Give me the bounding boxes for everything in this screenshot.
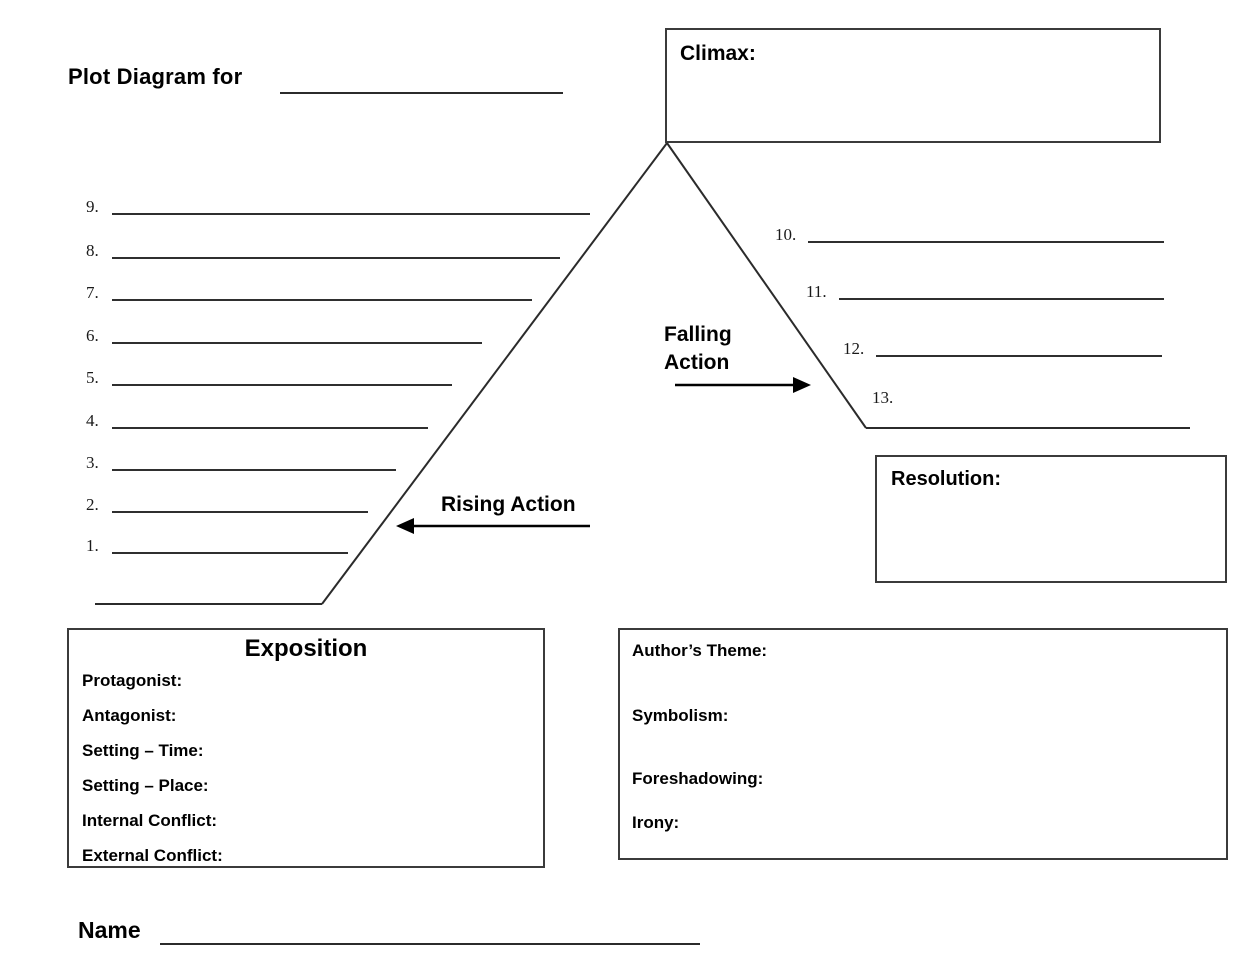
exposition-field-protagonist: Protagonist: bbox=[82, 671, 183, 690]
name-label: Name bbox=[78, 917, 141, 943]
plot-point-13-number: 13. bbox=[872, 388, 894, 407]
plot-point-row-7: 7. bbox=[86, 283, 532, 301]
literary-elements-box[interactable]: Author’s Theme: Symbolism: Foreshadowing… bbox=[618, 628, 1228, 860]
resolution-box[interactable]: Resolution: bbox=[875, 455, 1227, 583]
plot-point-6-number: 6. bbox=[86, 326, 99, 345]
exposition-field-antagonist: Antagonist: bbox=[82, 706, 177, 725]
plot-point-row-11: 11. bbox=[806, 282, 1164, 300]
plot-point-8-blank[interactable] bbox=[112, 241, 560, 259]
plot-point-row-12: 12. bbox=[843, 339, 1162, 357]
plot-point-row-3: 3. bbox=[86, 453, 396, 471]
plot-point-3-blank[interactable] bbox=[112, 453, 396, 471]
plot-point-1-blank[interactable] bbox=[112, 536, 348, 554]
exposition-box[interactable]: Exposition Protagonist: Antagonist: Sett… bbox=[67, 628, 545, 868]
plot-point-7-blank[interactable] bbox=[112, 283, 532, 301]
literary-field-authors-theme: Author’s Theme: bbox=[632, 641, 768, 660]
exposition-field-setting-place: Setting – Place: bbox=[82, 776, 209, 795]
plot-point-12-blank[interactable] bbox=[876, 339, 1162, 357]
plot-point-8-number: 8. bbox=[86, 241, 99, 260]
falling-action-arrow-icon bbox=[675, 377, 811, 393]
plot-point-5-blank[interactable] bbox=[112, 368, 452, 386]
plot-point-9-number: 9. bbox=[86, 197, 99, 216]
exposition-field-external-conflict: External Conflict: bbox=[82, 846, 223, 865]
page-title: Plot Diagram for bbox=[68, 64, 243, 89]
plot-point-4-blank[interactable] bbox=[112, 411, 428, 429]
exposition-field-setting-time: Setting – Time: bbox=[82, 741, 204, 760]
literary-field-foreshadowing: Foreshadowing: bbox=[632, 769, 764, 788]
rising-action-label: Rising Action bbox=[441, 493, 576, 516]
plot-point-11-blank[interactable] bbox=[839, 282, 1164, 300]
plot-point-10-blank[interactable] bbox=[808, 225, 1164, 243]
plot-point-6-blank[interactable] bbox=[112, 326, 482, 344]
plot-point-row-9: 9. bbox=[86, 197, 590, 215]
plot-point-row-6: 6. bbox=[86, 326, 482, 344]
exposition-fields: Protagonist: Antagonist: Setting – Time:… bbox=[82, 670, 543, 867]
climax-box[interactable]: Climax: bbox=[665, 28, 1161, 143]
plot-point-12-number: 12. bbox=[843, 339, 865, 358]
plot-point-10-number: 10. bbox=[775, 225, 797, 244]
plot-point-row-5: 5. bbox=[86, 368, 452, 386]
plot-point-2-blank[interactable] bbox=[112, 495, 368, 513]
plot-point-row-8: 8. bbox=[86, 241, 560, 259]
literary-fields: Author’s Theme: Symbolism: Foreshadowing… bbox=[632, 640, 1226, 834]
title-blank-line[interactable] bbox=[280, 92, 563, 94]
plot-point-row-10: 10. bbox=[775, 225, 1164, 243]
plot-point-row-2: 2. bbox=[86, 495, 368, 513]
plot-point-row-1: 1. bbox=[86, 536, 348, 554]
literary-field-irony: Irony: bbox=[632, 813, 680, 832]
plot-point-9-blank[interactable] bbox=[112, 197, 590, 215]
plot-point-7-number: 7. bbox=[86, 283, 99, 302]
rising-action-arrow-icon bbox=[396, 518, 590, 534]
plot-point-5-number: 5. bbox=[86, 368, 99, 387]
falling-action-label: Falling Action bbox=[664, 323, 732, 374]
literary-field-symbolism: Symbolism: bbox=[632, 706, 729, 725]
resolution-label: Resolution: bbox=[891, 468, 1001, 490]
plot-point-2-number: 2. bbox=[86, 495, 99, 514]
plot-point-3-number: 3. bbox=[86, 453, 99, 472]
plot-point-1-number: 1. bbox=[86, 536, 99, 555]
name-blank-line[interactable] bbox=[160, 943, 700, 945]
plot-point-11-number: 11. bbox=[806, 282, 827, 301]
climax-label: Climax: bbox=[680, 42, 756, 65]
exposition-title: Exposition bbox=[244, 635, 368, 662]
plot-point-4-number: 4. bbox=[86, 411, 99, 430]
exposition-field-internal-conflict: Internal Conflict: bbox=[82, 811, 218, 830]
plot-point-row-4: 4. bbox=[86, 411, 428, 429]
